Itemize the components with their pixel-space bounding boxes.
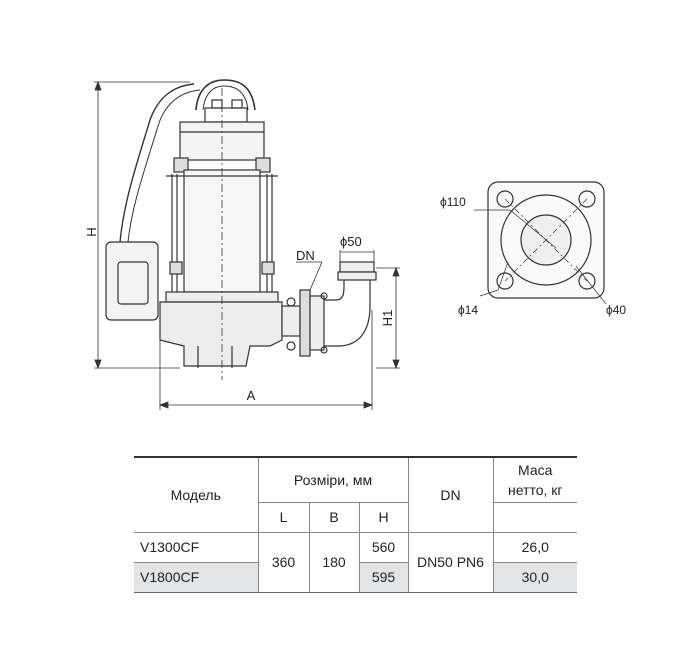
header-model: Модель bbox=[134, 456, 258, 532]
pump-side-view bbox=[105, 79, 377, 380]
header-dn: DN bbox=[407, 456, 493, 532]
header-mass: Маса нетто, кг bbox=[492, 456, 577, 502]
header-dimensions: Розміри, мм bbox=[257, 456, 408, 502]
header-mass-line1: Маса bbox=[518, 461, 553, 478]
specification-table: Модель Розміри, мм DN Маса нетто, кг L B… bbox=[134, 456, 577, 593]
row-mass: 26,0 bbox=[492, 531, 577, 562]
dim-outlet-diameter-label: ϕ50 bbox=[340, 234, 362, 249]
table-row: V1300CF 360 180 560 DN50 PN6 26,0 bbox=[134, 531, 577, 593]
header-H: H bbox=[358, 501, 408, 532]
row-mass: 30,0 bbox=[492, 561, 577, 593]
dim-bore-label: ϕ40 bbox=[606, 303, 626, 317]
technical-drawing: H H1 A DN ϕ50 ϕ110 ϕ14 ϕ40 bbox=[84, 79, 626, 410]
dim-A-label: A bbox=[247, 388, 256, 403]
table-row: V1800CF 595 30,0 bbox=[134, 561, 577, 593]
row-model: V1300CF bbox=[134, 531, 258, 562]
header-mass-line2: нетто, кг bbox=[507, 481, 563, 498]
row-H: 560 bbox=[358, 531, 408, 562]
row-H: 595 bbox=[358, 561, 408, 593]
row-model: V1800CF bbox=[134, 561, 258, 593]
dim-H-label: H bbox=[84, 227, 99, 236]
header-mass-spacer bbox=[492, 501, 577, 532]
dimension-lines bbox=[94, 80, 400, 410]
header-L: L bbox=[257, 501, 309, 532]
dim-H1-label: H1 bbox=[380, 310, 395, 327]
cell-B: 180 bbox=[308, 531, 359, 593]
dim-DN-label: DN bbox=[296, 248, 315, 263]
dim-bolt-hole-label: ϕ14 bbox=[458, 303, 478, 317]
flange-top-view bbox=[474, 181, 607, 305]
header-B: B bbox=[308, 501, 359, 532]
cell-L: 360 bbox=[257, 531, 309, 593]
dim-flange-outer-label: ϕ110 bbox=[440, 195, 466, 209]
cell-dn: DN50 PN6 bbox=[407, 531, 493, 593]
